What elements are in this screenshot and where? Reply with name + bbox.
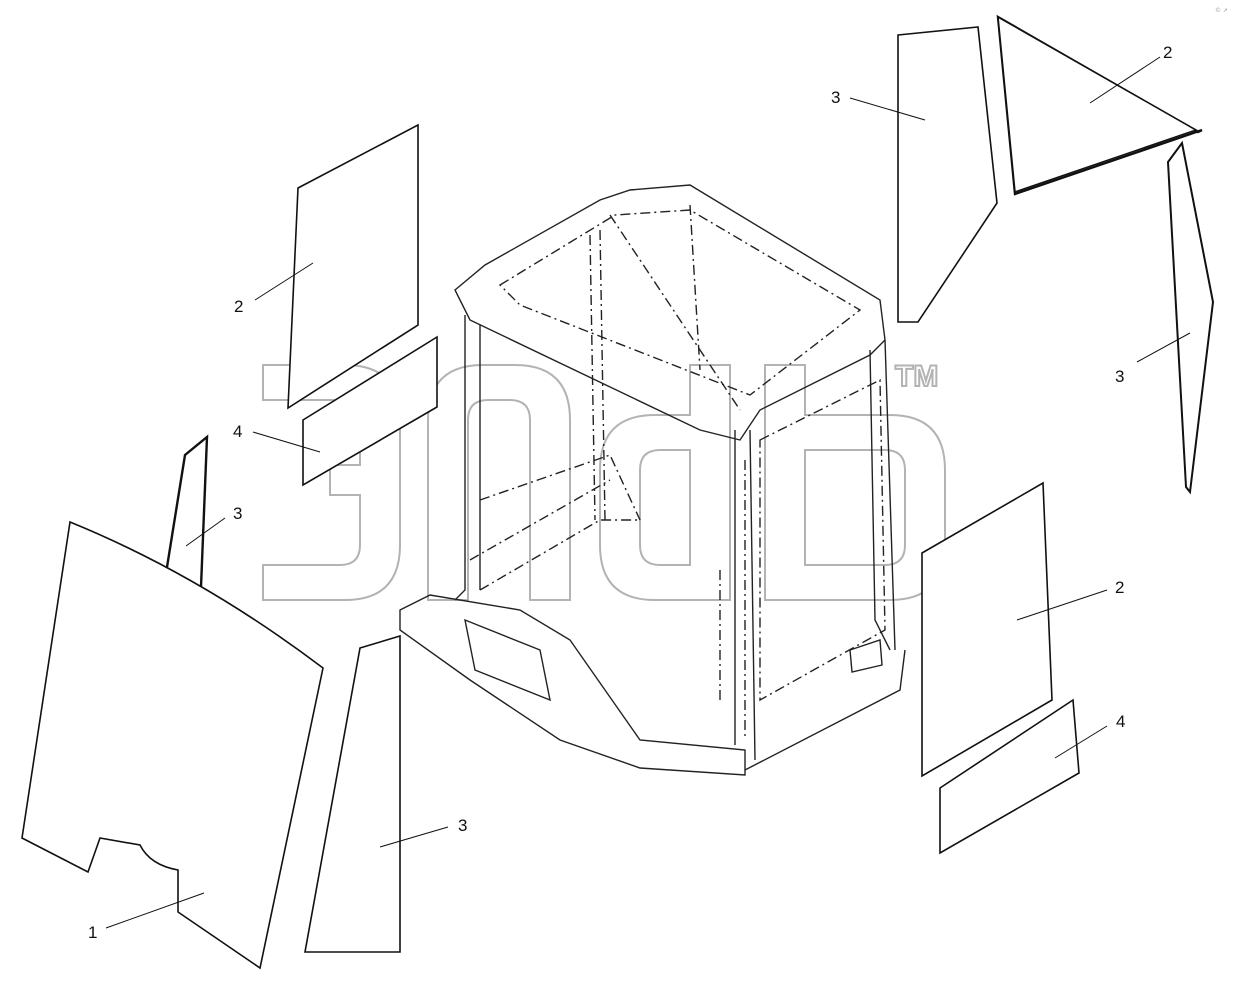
callout-4-right: 4 bbox=[1116, 712, 1125, 731]
leader-line-3-top bbox=[849, 97, 926, 121]
glass-panels bbox=[21, 14, 1215, 970]
glass-panel-left-upper bbox=[287, 123, 419, 410]
glass-panel-front-lower bbox=[304, 634, 401, 953]
glass-panel-roof-body bbox=[997, 15, 1198, 194]
glass-panel-rear-upper bbox=[897, 26, 998, 323]
frame-handle bbox=[849, 639, 883, 673]
frame-pillar-rear-right bbox=[869, 339, 896, 651]
callout-labels: 1 2 2 2 3 3 3 3 4 4 bbox=[88, 43, 1172, 942]
callout-1: 1 bbox=[88, 923, 97, 942]
glass-panel-left-lower bbox=[302, 335, 438, 487]
frame-side-door bbox=[719, 460, 746, 740]
frame-pillar-front-left bbox=[454, 315, 481, 601]
leader-lines bbox=[105, 56, 1191, 929]
glass-panel-right-strip bbox=[1166, 140, 1215, 495]
glass-panel-windscreen bbox=[21, 520, 324, 970]
callout-2-left: 2 bbox=[234, 297, 243, 316]
glass-panel-door-upper bbox=[921, 481, 1053, 778]
watermark-letter-3 bbox=[599, 364, 731, 601]
frame-front-grille bbox=[464, 618, 551, 702]
leader-line-1 bbox=[105, 892, 205, 929]
frame-front-panel bbox=[399, 594, 746, 776]
leader-line-2-left bbox=[254, 262, 314, 301]
watermark-letter-4 bbox=[764, 364, 946, 601]
frame-side-window bbox=[759, 378, 886, 702]
leader-line-2-right bbox=[1016, 589, 1108, 621]
leader-line-3-left bbox=[185, 517, 226, 547]
leader-line-2-top bbox=[1089, 56, 1161, 104]
frame-roof-inner bbox=[498, 209, 862, 396]
callout-2-top: 2 bbox=[1163, 43, 1172, 62]
leader-line-3-front bbox=[379, 826, 449, 848]
frame-pillar-rear-left bbox=[589, 229, 606, 521]
callout-2-right: 2 bbox=[1115, 578, 1124, 597]
callout-3-left: 3 bbox=[233, 504, 242, 523]
leader-line-4-left bbox=[252, 431, 321, 453]
callout-4-left: 4 bbox=[233, 422, 242, 441]
frame-roof-beam bbox=[609, 204, 741, 411]
corner-mark: © ➚ bbox=[1215, 7, 1228, 14]
frame-base-rail bbox=[744, 649, 906, 771]
cab-frame bbox=[399, 184, 906, 776]
callout-3-right: 3 bbox=[1115, 367, 1124, 386]
watermark-letter-2 bbox=[427, 364, 571, 601]
frame-inner-braces bbox=[469, 454, 641, 591]
frame-pillar-front-right bbox=[734, 429, 756, 761]
leader-line-3-right bbox=[1136, 332, 1191, 363]
glass-panel-door-lower bbox=[939, 698, 1080, 855]
watermark-logo: TM bbox=[262, 359, 946, 601]
leader-line-4-right bbox=[1054, 725, 1108, 759]
callout-3-front: 3 bbox=[458, 816, 467, 835]
callout-3-top: 3 bbox=[831, 88, 840, 107]
watermark-trademark: TM bbox=[895, 360, 938, 393]
